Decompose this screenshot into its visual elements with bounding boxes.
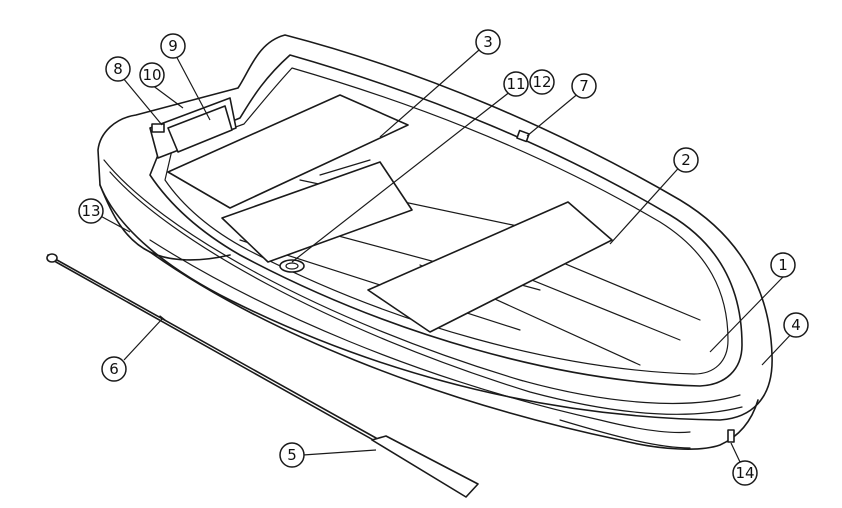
callout-10: 10 [139,62,165,88]
fittings [516,129,735,443]
callout-11: 11 [503,71,529,97]
callout-12: 12 [529,69,555,95]
callout-14-label: 14 [735,464,754,482]
callout-9-label: 9 [168,37,178,55]
callout-3: 3 [475,29,501,55]
thwarts [167,94,613,333]
callout-6: 6 [101,356,127,382]
callout-3-label: 3 [483,33,493,51]
callout-11-label: 11 [506,75,525,93]
callout-1-label: 1 [778,256,788,274]
callout-14: 14 [732,460,758,486]
callout-1: 1 [770,252,796,278]
callout-2-label: 2 [681,151,691,169]
callout-5: 5 [279,442,305,468]
callout-13: 13 [78,198,104,224]
callout-8-label: 8 [113,60,123,78]
callout-6-label: 6 [109,360,119,378]
callout-9: 9 [160,33,186,59]
callout-2: 2 [673,147,699,173]
callout-7-label: 7 [579,77,589,95]
callout-7: 7 [571,73,597,99]
callout-10-label: 10 [142,66,161,84]
callout-8: 8 [105,56,131,82]
transom-mount [149,97,237,159]
callout-4: 4 [783,312,809,338]
oar [46,253,479,498]
callout-13-label: 13 [81,202,100,220]
callout-5-label: 5 [287,446,297,464]
callout-12-label: 12 [532,73,551,91]
hull [97,34,773,450]
callout-4-label: 4 [791,316,801,334]
